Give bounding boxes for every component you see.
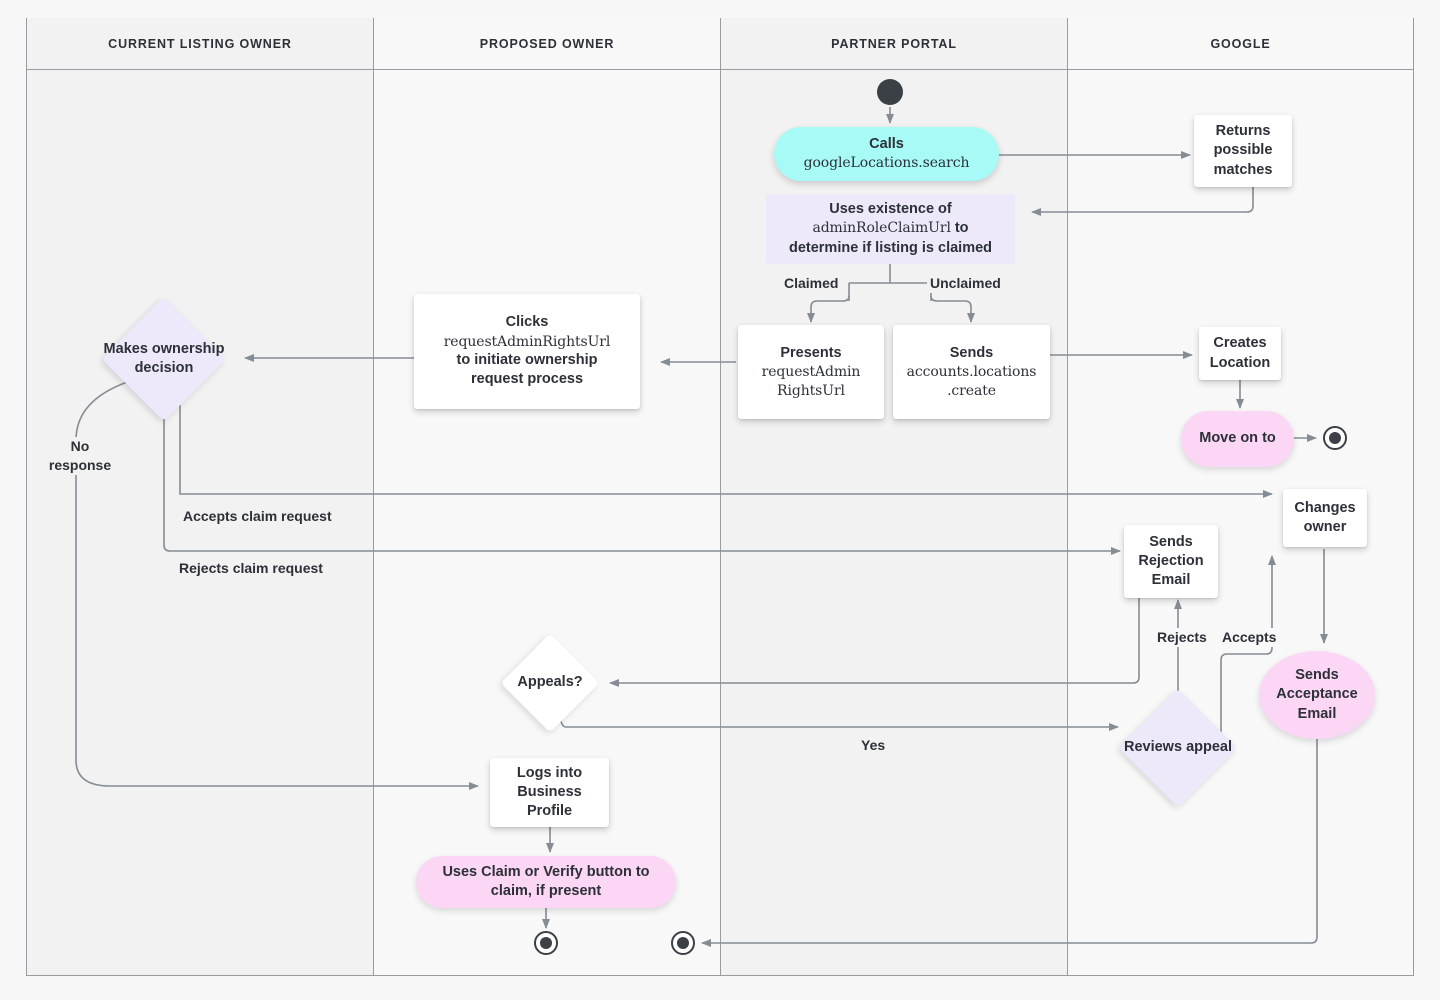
end-node-google (1323, 426, 1347, 450)
edge-label-rejects: Rejects (1154, 628, 1210, 647)
node-line-3: determine if listing is claimed (788, 239, 993, 256)
node-returns-possible-matches[interactable]: Returns possible matches (1194, 115, 1292, 187)
lane-title-current-listing-owner: CURRENT LISTING OWNER (108, 36, 292, 51)
node-sends-rejection-email[interactable]: Sends Rejection Email (1124, 525, 1218, 598)
edge-label-claimed: Claimed (781, 274, 842, 293)
node-uses-claim-or-verify-button[interactable]: Uses Claim or Verify button to claim, if… (416, 856, 676, 908)
node-line-1: Presents (780, 344, 842, 361)
edge-label-no-response-line2: response (48, 456, 112, 473)
node-appeals-decision[interactable]: Appeals? (500, 633, 600, 733)
end-node-partner (671, 931, 695, 955)
lane-title-partner-portal: PARTNER PORTAL (831, 36, 957, 51)
node-line-3: decision (134, 360, 194, 376)
node-line-2: Acceptance (1276, 686, 1358, 703)
edge-label-accepts: Accepts (1219, 628, 1280, 647)
start-node (877, 79, 903, 105)
node-line-2: requestAdmin (761, 364, 861, 381)
node-calls-google-locations-search[interactable]: Calls googleLocations.search (774, 127, 999, 181)
node-line-1: Clicks (505, 314, 549, 331)
node-line-1: Makes (103, 340, 148, 357)
node-sends-accounts-locations-create[interactable]: Sends accounts.locations .create (893, 325, 1050, 419)
node-line-2: ownership (151, 340, 225, 357)
node-line-2: accounts.locations (906, 364, 1037, 381)
diamond-label: Appeals? (485, 648, 615, 718)
edge-label-rejects-claim-request: Rejects claim request (176, 559, 326, 578)
node-line-3: Email (1297, 705, 1337, 722)
end-node-proposed (534, 931, 558, 955)
node-line-3: Email (1151, 572, 1191, 589)
node-line-1: Uses existence of (829, 201, 952, 218)
node-reviews-appeal[interactable]: Reviews appeal (1118, 688, 1238, 808)
edge-label-no-response: No response (38, 437, 122, 475)
node-line-1: Appeals? (517, 674, 583, 691)
diamond-label: Reviews appeal (1103, 706, 1253, 790)
node-line-2: claim, if present (490, 883, 602, 899)
node-line-2: Rejection (1138, 552, 1204, 569)
swimlane-proposed-owner: PROPOSED OWNER (373, 18, 720, 976)
node-line-1: Returns (1215, 123, 1271, 140)
node-presents-request-admin-rights-url[interactable]: Presents requestAdmin RightsUrl (738, 325, 884, 419)
node-line-3: RightsUrl (777, 382, 845, 399)
node-line-1: Calls (869, 136, 904, 153)
node-line-2: owner (1303, 519, 1347, 535)
swimlane-bottom-border (26, 975, 1414, 976)
node-line-2: requestAdminRightsUrl (443, 333, 611, 350)
edge-label-accepts-claim-request: Accepts claim request (180, 507, 335, 526)
edge-label-unclaimed: Unclaimed (927, 274, 1004, 293)
node-creates-location[interactable]: Creates Location (1199, 327, 1281, 380)
node-line-1: Sends (1149, 533, 1193, 550)
node-line-1: Sends (949, 344, 994, 361)
edge-label-no-response-line1: No (70, 438, 90, 454)
node-line-2: appeal (1186, 739, 1232, 756)
node-line-3: Profile (526, 803, 573, 820)
node-sends-acceptance-email[interactable]: Sends Acceptance Email (1259, 651, 1375, 739)
node-line-1: Uses Claim or Verify button to (442, 863, 650, 880)
node-line-2: Location (1209, 354, 1271, 371)
node-line-1: Sends (1295, 667, 1339, 684)
node-move-on-to[interactable]: Move on to (1181, 411, 1294, 467)
node-line-2: googleLocations.search (803, 155, 970, 172)
node-clicks-request-admin-rights-url[interactable]: Clicks requestAdminRightsUrl to initiate… (414, 294, 640, 409)
node-line-1: Logs into (516, 764, 583, 781)
node-line-3: .create (947, 382, 996, 399)
node-line-2-suffix: to (950, 220, 969, 237)
lane-title-google: GOOGLE (1210, 36, 1271, 51)
node-makes-ownership-decision[interactable]: Makes ownership decision (101, 296, 227, 422)
node-line-2-code: adminRoleClaimUrl (812, 220, 951, 237)
diamond-label: Makes ownership decision (84, 315, 244, 403)
node-line-1: Changes (1294, 499, 1356, 516)
node-line-2: possible (1213, 142, 1273, 159)
node-changes-owner[interactable]: Changes owner (1283, 489, 1367, 547)
node-line-1: Creates (1213, 335, 1267, 352)
node-uses-existence-admin-role-claim-url[interactable]: Uses existence of adminRoleClaimUrl to d… (766, 194, 1015, 264)
node-logs-into-business-profile[interactable]: Logs into Business Profile (490, 758, 609, 827)
node-line-3: to initiate ownership (456, 352, 598, 369)
node-line-1: Move on to (1199, 430, 1276, 447)
node-line-3: matches (1213, 161, 1273, 178)
lane-title-proposed-owner: PROPOSED OWNER (479, 36, 615, 51)
node-line-1: Reviews (1123, 739, 1183, 756)
node-line-4: request process (470, 371, 584, 388)
edge-label-yes: Yes (858, 736, 889, 755)
node-line-2: Business (517, 783, 582, 800)
